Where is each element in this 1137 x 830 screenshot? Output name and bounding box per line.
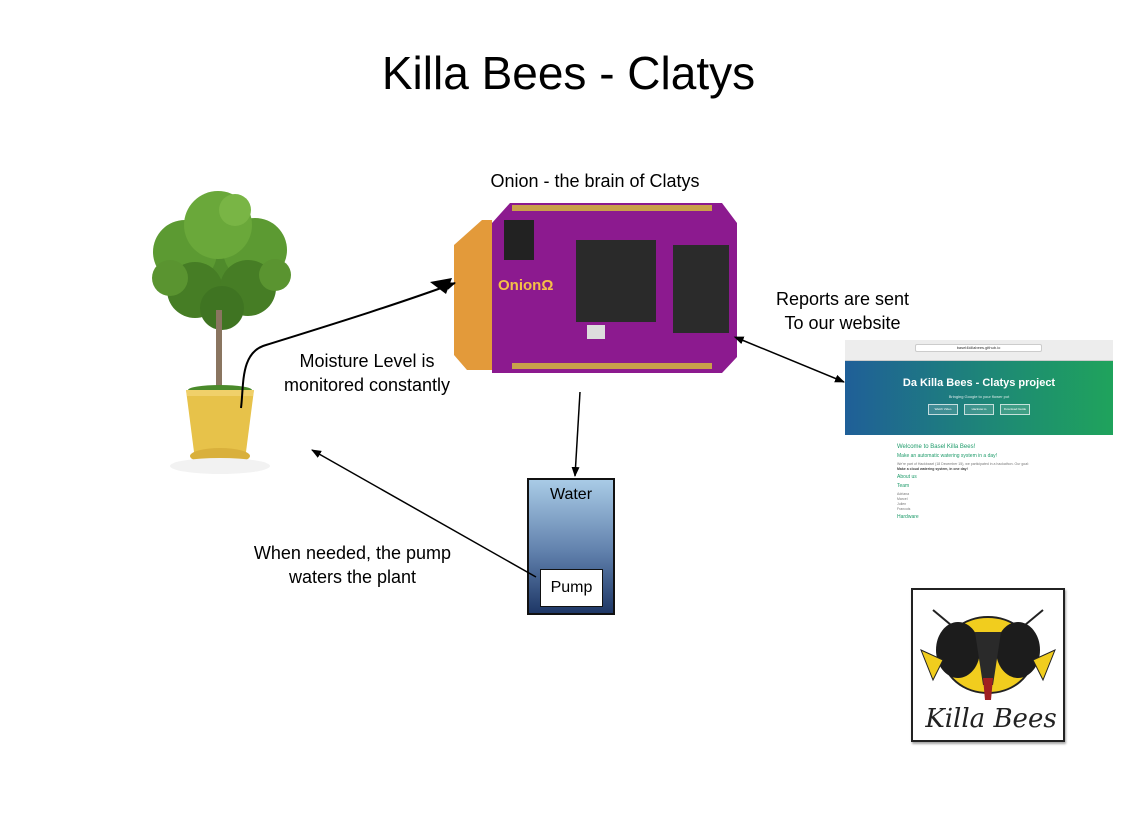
logo-text: Killa Bees xyxy=(925,704,1057,734)
website-button-video: Watch Video xyxy=(928,404,958,415)
onion-board-image: OnionΩ xyxy=(454,203,737,373)
small-chip xyxy=(504,220,534,260)
board-brand: OnionΩ xyxy=(498,277,553,294)
plant-foliage xyxy=(152,191,291,330)
pump-note-label: When needed, the pump waters the plant xyxy=(225,541,480,589)
plant-trunk xyxy=(216,310,222,395)
website-hero-subtitle: Bringing Google to your flower pot xyxy=(948,394,1010,399)
plant-pot xyxy=(170,390,270,474)
header-pins-bottom xyxy=(512,363,712,369)
website-about: About us xyxy=(897,474,917,480)
website-hero-title: Da Killa Bees - Clatys project xyxy=(902,377,1056,389)
website-member: Julien xyxy=(897,502,907,506)
killa-bees-logo: Killa Bees xyxy=(911,588,1065,742)
website-hero-buttons: Watch Video Hackster.io Download Guide xyxy=(845,404,1113,415)
pump-note-line1: When needed, the pump xyxy=(253,543,452,563)
website-subhead: Make an automatic watering system in a d… xyxy=(897,453,998,459)
bee-head-icon xyxy=(920,609,1056,700)
website-button-hackster: Hackster.io xyxy=(964,404,994,415)
browser-url: basel4killabees.github.io xyxy=(915,344,1042,352)
website-welcome: Welcome to Basel Killa Bees! xyxy=(897,444,976,450)
website-hero: Da Killa Bees - Clatys project Bringing … xyxy=(845,361,1113,435)
reports-arrow xyxy=(733,336,845,383)
website-screenshot: basel4killabees.github.io Da Killa Bees … xyxy=(845,340,1113,550)
website-team: Team xyxy=(897,483,910,489)
browser-toolbar: basel4killabees.github.io xyxy=(845,340,1113,361)
website-member: Adriana xyxy=(897,492,910,496)
moisture-arrow-head xyxy=(430,278,452,294)
water-tank: Water Pump xyxy=(527,478,615,615)
website-button-guide: Download Guide xyxy=(1000,404,1030,415)
website-intro: We're part of Hackbasel (18 December 15)… xyxy=(897,462,1029,466)
website-member: Francois xyxy=(897,507,911,511)
website-intro-2: Make a cloud watering system, in one day… xyxy=(897,467,968,471)
reports-label: Reports are sent To our website xyxy=(740,287,945,335)
main-chip xyxy=(576,240,656,322)
pump-box: Pump xyxy=(540,569,603,607)
onion-label: Onion - the brain of Clatys xyxy=(490,171,700,191)
reports-label-line2: To our website xyxy=(784,313,901,333)
header-pins-top xyxy=(512,205,712,211)
pump-note-line2: waters the plant xyxy=(288,567,417,587)
water-label: Water xyxy=(549,486,593,503)
website-member: Marcel xyxy=(897,497,908,501)
website-hardware: Hardware xyxy=(897,514,919,520)
component-block xyxy=(587,325,605,339)
website-body: Welcome to Basel Killa Bees! Make an aut… xyxy=(845,435,1113,520)
reports-label-line1: Reports are sent xyxy=(775,289,910,309)
diagram-title: Killa Bees - Clatys xyxy=(381,47,756,99)
memory-chip xyxy=(673,245,729,333)
flex-cable xyxy=(454,220,492,370)
potted-plant-image xyxy=(152,191,291,474)
onion-to-tank-arrow xyxy=(571,391,581,477)
